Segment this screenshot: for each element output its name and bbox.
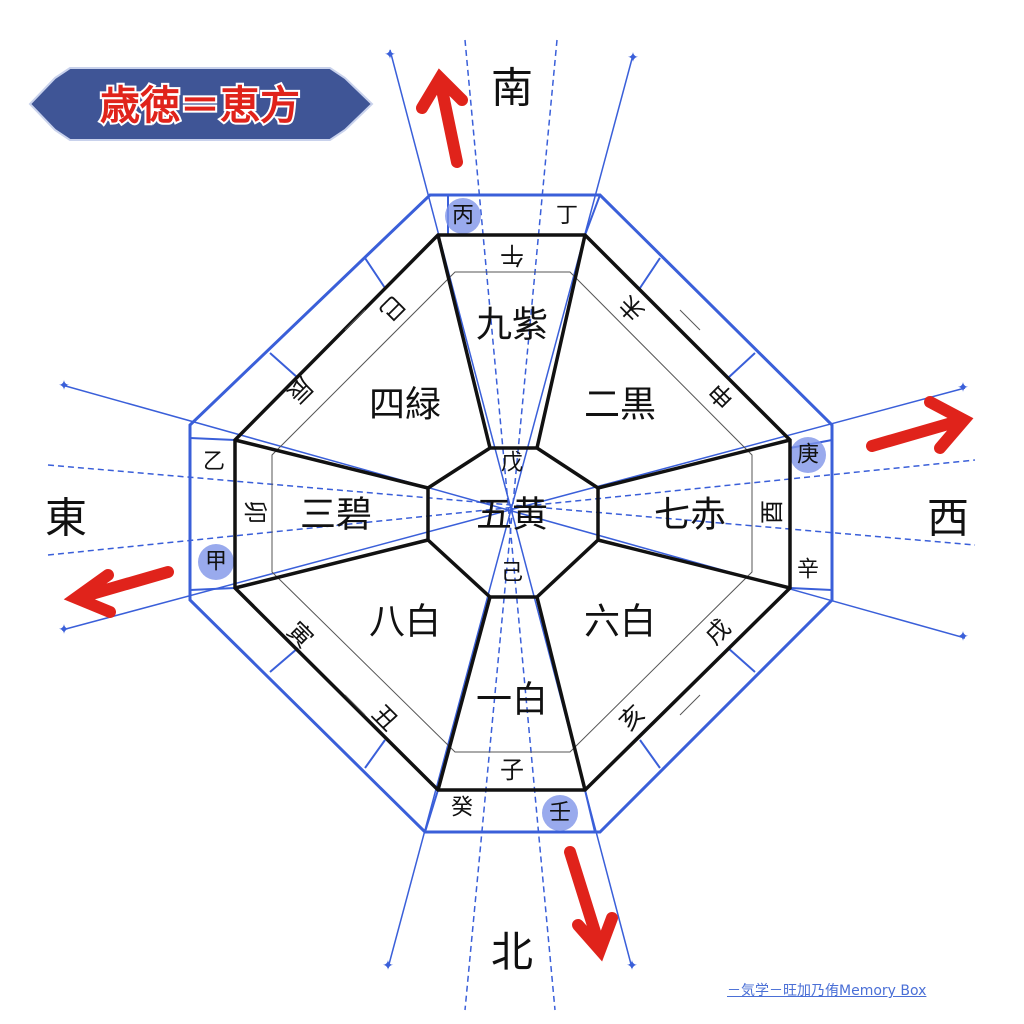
arrow-icon [866,396,974,454]
arrow-icon [416,68,468,168]
direction-east: 東 [45,494,87,543]
stem-geng: 庚 [797,443,819,468]
svg-text:✦: ✦ [382,958,394,974]
dashed-line [47,459,976,556]
stem-xin: 辛 [797,558,819,583]
stem-bing: 丙 [452,204,474,229]
star-n: 一白 [476,680,548,721]
branch-shen: 申 [704,377,741,414]
star-nw: 六白 [584,602,656,643]
star-se: 四緑 [369,385,441,426]
direction-north: 北 [491,928,533,977]
branch-you: 酉 [758,500,786,524]
arrow-icon [63,566,174,618]
dashed-line [464,39,558,1011]
stem-gui: 癸 [451,796,473,821]
center-top: 戊 [501,451,523,476]
stem-yi: 乙 [203,450,225,475]
branch-mao: 卯 [241,500,269,524]
credit-link[interactable]: －気学－旺加乃侑Memory Box [727,983,927,999]
title: 歳徳＝恵方 [100,83,300,129]
sector-lines: ✦ ✦ ✦ ✦ ✦ ✦ ✦ ✦ [47,39,976,1011]
ehou-arrows [63,68,974,962]
svg-text:✦: ✦ [58,622,70,638]
dashed-line [47,464,976,546]
stem-jia: 甲 [205,550,227,575]
title-banner: 歳徳＝恵方 [28,67,374,141]
star-s: 九紫 [476,305,548,346]
svg-text:✦: ✦ [627,50,639,66]
branch-chou: 丑 [367,700,404,737]
center-star: 五黄 [476,495,548,536]
svg-text:✦: ✦ [957,629,969,645]
svg-text:✦: ✦ [384,47,396,63]
highlight-markers [198,198,826,831]
direction-west: 西 [927,494,969,543]
branch-wu: 午 [500,241,524,269]
branch-yin: 寅 [282,617,319,654]
branch-chen: 辰 [282,372,319,409]
branch-zi: 子 [500,756,524,784]
star-e: 三碧 [300,495,372,536]
star-w: 七赤 [654,495,726,536]
svg-text:✦: ✦ [626,958,638,974]
sector-line [387,54,634,969]
star-sw: 二黒 [584,385,656,426]
direction-south: 南 [491,64,533,113]
blue-octagon [188,193,834,834]
center-bottom: 己 [501,561,523,586]
stem-ding: 丁 [556,204,578,229]
svg-text:✦: ✦ [957,380,969,396]
arrow-icon [564,846,618,962]
sector-line [61,384,966,639]
stem-ren: 壬 [549,801,571,826]
dashed-line [464,39,556,1011]
svg-text:✦: ✦ [58,378,70,394]
octagon-grid [233,233,792,792]
star-ne: 八白 [369,602,441,643]
